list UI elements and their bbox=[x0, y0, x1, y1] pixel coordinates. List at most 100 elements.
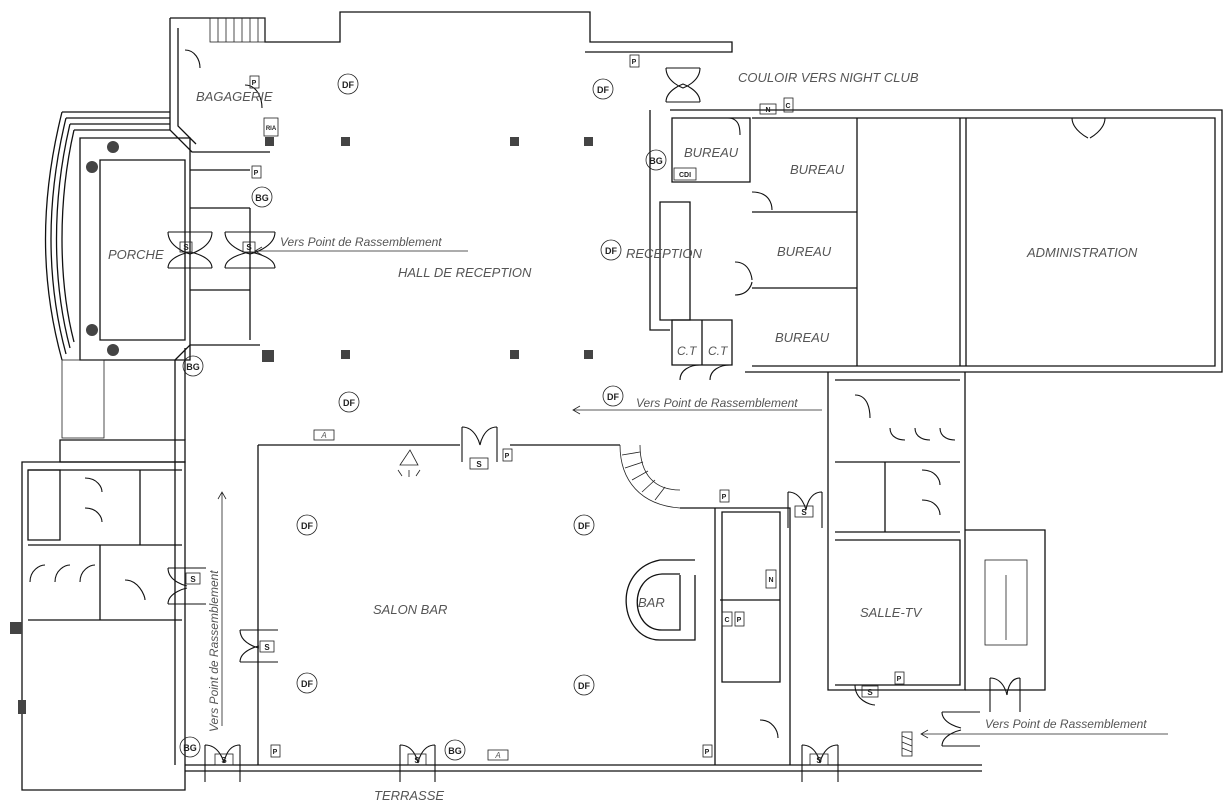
s-symbol: S bbox=[861, 685, 879, 698]
bg-symbol: BG bbox=[251, 186, 273, 208]
p-symbol: P bbox=[734, 611, 745, 627]
bg-symbol: BG bbox=[645, 149, 667, 171]
svg-text:P: P bbox=[252, 80, 257, 87]
svg-text:BG: BG bbox=[448, 746, 462, 756]
svg-text:S: S bbox=[414, 756, 420, 765]
pillars bbox=[10, 137, 593, 714]
ria-symbol: RIA bbox=[263, 117, 279, 137]
s-symbol: S bbox=[469, 457, 489, 470]
svg-text:BG: BG bbox=[183, 743, 197, 753]
evacuation-label-hall: Vers Point de Rassemblement bbox=[636, 396, 798, 410]
svg-text:S: S bbox=[264, 643, 270, 652]
svg-text:DF: DF bbox=[343, 398, 355, 408]
extinguisher-icon bbox=[901, 731, 913, 757]
p-symbol: P bbox=[629, 54, 640, 68]
svg-text:S: S bbox=[476, 460, 482, 469]
svg-text:P: P bbox=[737, 617, 742, 624]
s-symbol: S bbox=[259, 640, 275, 653]
room-ct-1: C.T bbox=[677, 344, 698, 358]
room-porche: PORCHE bbox=[108, 247, 164, 262]
s-symbol: S bbox=[185, 572, 201, 585]
room-administration: ADMINISTRATION bbox=[1026, 245, 1138, 260]
s-symbols: S S S S S S S S S S bbox=[179, 241, 879, 766]
bg-symbol: BG bbox=[182, 355, 204, 377]
room-hall-reception: HALL DE RECEPTION bbox=[398, 265, 532, 280]
room-bureau-1: BUREAU bbox=[684, 145, 739, 160]
svg-text:BG: BG bbox=[186, 362, 200, 372]
s-symbol: S bbox=[794, 505, 814, 518]
p-symbol: P bbox=[894, 671, 905, 685]
room-labels: BAGAGERIE COULOIR VERS NIGHT CLUB PORCHE… bbox=[108, 70, 1138, 803]
svg-text:S: S bbox=[183, 243, 189, 252]
p-symbol: P bbox=[702, 744, 713, 758]
df-symbol: DF bbox=[296, 514, 318, 536]
s-symbol: S bbox=[809, 753, 829, 766]
p-symbol: P bbox=[249, 75, 260, 89]
p-symbols: P P P P P P P P P bbox=[249, 54, 905, 758]
bg-symbol: BG bbox=[179, 736, 201, 758]
svg-text:CDI: CDI bbox=[679, 172, 691, 179]
svg-text:P: P bbox=[254, 170, 259, 177]
svg-text:C: C bbox=[785, 103, 790, 110]
svg-text:RIA: RIA bbox=[266, 126, 277, 132]
evacuation-label-porche: Vers Point de Rassemblement bbox=[280, 235, 442, 249]
svg-text:S: S bbox=[867, 688, 873, 697]
svg-text:A: A bbox=[494, 751, 500, 760]
svg-text:BG: BG bbox=[255, 193, 269, 203]
evacuation-label-west: Vers Point de Rassemblement bbox=[207, 570, 221, 732]
svg-text:S: S bbox=[816, 756, 822, 765]
evacuation-label-stair: Vers Point de Rassemblement bbox=[985, 717, 1147, 731]
c-symbol: C bbox=[721, 611, 733, 627]
svg-text:P: P bbox=[632, 59, 637, 66]
svg-text:P: P bbox=[897, 676, 902, 683]
svg-text:DF: DF bbox=[301, 679, 313, 689]
a-symbols: A A bbox=[313, 429, 509, 761]
s-symbol: S bbox=[407, 753, 427, 766]
df-symbol: DF bbox=[296, 672, 318, 694]
p-symbol: P bbox=[251, 165, 262, 179]
p-symbol: P bbox=[270, 744, 281, 758]
svg-text:DF: DF bbox=[301, 521, 313, 531]
svg-text:C: C bbox=[724, 617, 729, 624]
room-ct-2: C.T bbox=[708, 344, 729, 358]
svg-text:S: S bbox=[246, 243, 252, 252]
df-symbol: DF bbox=[602, 385, 624, 407]
s-symbol: S bbox=[179, 241, 193, 253]
svg-text:S: S bbox=[190, 575, 196, 584]
light-fixture-icon bbox=[397, 449, 421, 477]
room-salle-tv: SALLE-TV bbox=[860, 605, 923, 620]
room-couloir-night-club: COULOIR VERS NIGHT CLUB bbox=[738, 70, 919, 85]
svg-text:S: S bbox=[801, 508, 807, 517]
df-symbol: DF bbox=[573, 674, 595, 696]
room-bureau-3: BUREAU bbox=[777, 244, 832, 259]
n-symbol: N bbox=[765, 569, 777, 589]
svg-text:DF: DF bbox=[578, 521, 590, 531]
svg-text:P: P bbox=[705, 749, 710, 756]
bg-symbols: BG BG BG BG BG bbox=[179, 149, 667, 761]
s-symbol: S bbox=[214, 753, 234, 766]
s-symbol: S bbox=[242, 241, 256, 253]
svg-text:P: P bbox=[722, 494, 727, 501]
evacuation-routes: Vers Point de Rassemblement Vers Point d… bbox=[207, 235, 1168, 739]
svg-text:DF: DF bbox=[597, 85, 609, 95]
room-bureau-4: BUREAU bbox=[775, 330, 830, 345]
df-symbol: DF bbox=[337, 73, 359, 95]
misc-symbols: C C N N RIA CDI bbox=[263, 97, 794, 627]
room-bureau-2: BUREAU bbox=[790, 162, 845, 177]
svg-text:N: N bbox=[765, 107, 770, 114]
df-symbol: DF bbox=[338, 391, 360, 413]
stair-bagagerie bbox=[209, 17, 266, 43]
svg-text:DF: DF bbox=[605, 246, 617, 256]
room-bar: BAR bbox=[638, 595, 665, 610]
svg-text:DF: DF bbox=[342, 80, 354, 90]
c-symbol: C bbox=[783, 97, 794, 113]
n-symbol: N bbox=[759, 103, 777, 115]
svg-text:P: P bbox=[273, 749, 278, 756]
p-symbol: P bbox=[719, 489, 730, 503]
df-symbols: DF DF DF DF DF DF DF DF bbox=[296, 73, 624, 696]
room-bagagerie: BAGAGERIE bbox=[196, 89, 273, 104]
svg-text:P: P bbox=[505, 453, 510, 460]
df-symbol: DF bbox=[592, 78, 614, 100]
df-symbol: DF bbox=[573, 514, 595, 536]
